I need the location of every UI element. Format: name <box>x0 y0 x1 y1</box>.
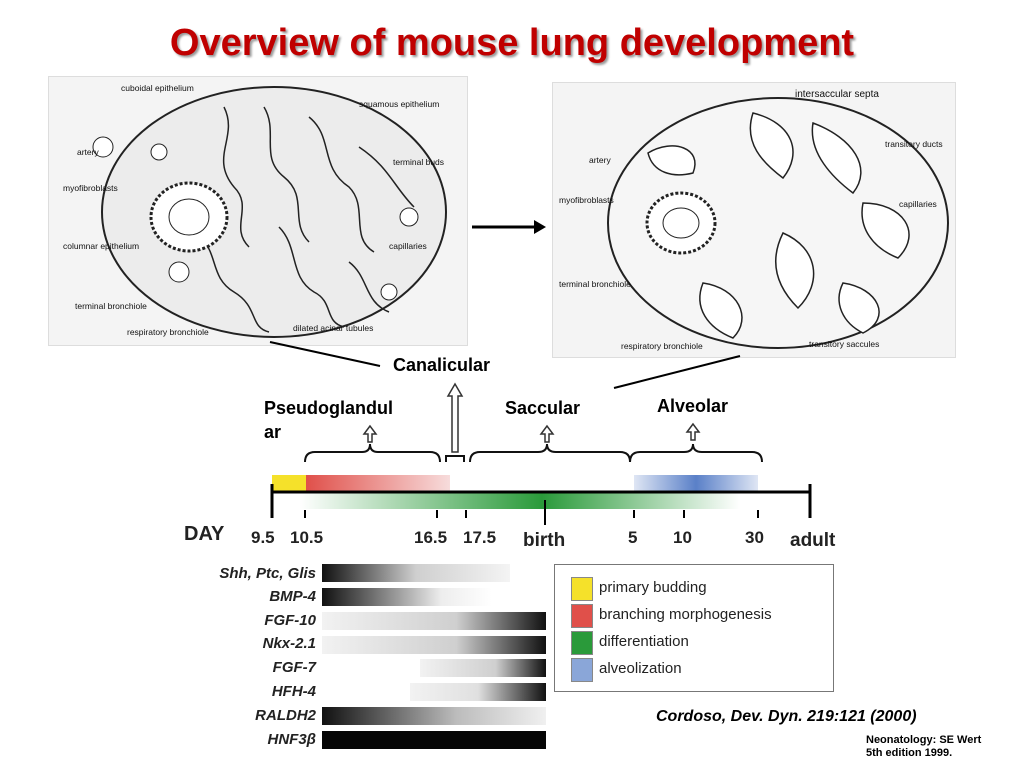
legend-swatch-differentiation <box>571 631 593 655</box>
gene-hnf3b: HNF3β <box>267 731 316 748</box>
tick-10-5: 10.5 <box>290 528 324 547</box>
pseudoglandular-brace <box>304 443 441 463</box>
gene-shh: Shh, Ptc, Glis <box>219 565 316 582</box>
label-transitory-ducts: transitory ducts <box>885 139 943 149</box>
page-title: Overview of mouse lung development <box>169 22 855 64</box>
stage-pseudoglandular-line1: Pseudoglandul <box>264 398 394 418</box>
tick-17-5: 17.5 <box>463 528 497 547</box>
label-capillaries-right: capillaries <box>899 199 937 209</box>
label-squamous-epithelium: squamous epithelium <box>359 99 440 109</box>
label-capillaries: capillaries <box>389 241 427 251</box>
tick-16-5: 16.5 <box>414 528 448 547</box>
branching-bar <box>306 475 450 493</box>
label-dilated-acinar-tubules: dilated acinar tubules <box>293 323 374 333</box>
label-respiratory-bronchiole: respiratory bronchiole <box>127 327 209 337</box>
tick-30: 30 <box>745 528 764 547</box>
stage-saccular: Saccular <box>505 398 581 418</box>
canalicular-arrow-icon <box>446 382 464 453</box>
alveolization-bar <box>634 475 758 493</box>
label-columnar-epithelium: columnar epithelium <box>63 241 140 251</box>
alveolar-arrow-icon <box>685 422 701 441</box>
stage-alveolar: Alveolar <box>657 396 729 416</box>
canalicular-lung-illustration <box>92 86 447 338</box>
gene-bmp4: BMP-4 <box>269 588 316 605</box>
pseudoglandular-arrow-icon <box>362 424 378 443</box>
primary-budding-bar <box>272 475 306 493</box>
gene-fgf7: FGF-7 <box>272 659 316 676</box>
bar-fgf10 <box>322 612 546 630</box>
label-intersaccular-septa: intersaccular septa <box>795 89 879 100</box>
differentiation-bar <box>300 493 740 509</box>
gene-fgf10: FGF-10 <box>264 612 316 629</box>
stage-canalicular: Canalicular <box>393 355 491 375</box>
label-terminal-bronchiole: terminal bronchiole <box>75 301 147 311</box>
gene-raldh2: RALDH2 <box>255 707 316 724</box>
source-note: Neonatology: SE Wert 5th edition 1999. <box>866 734 981 760</box>
legend-swatch-primary-budding <box>571 577 593 601</box>
label-terminal-bronchiole-right: terminal bronchiole <box>559 279 631 289</box>
label-terminal-buds: terminal buds <box>393 157 445 167</box>
source-line-1: Neonatology: SE Wert <box>866 734 982 746</box>
label-myofibroblasts-right: myofibroblasts <box>559 195 614 205</box>
citation: Cordoso, Dev. Dyn. 219:121 (2000) <box>656 708 917 725</box>
bar-nkx21 <box>322 636 546 654</box>
canalicular-diagram: cuboidal epithelium squamous epithelium … <box>48 76 468 346</box>
legend-branching: branching morphogenesis <box>599 606 772 623</box>
label-cuboidal-epithelium: cuboidal epithelium <box>121 83 194 93</box>
saccular-arrow-icon <box>539 424 555 443</box>
saccular-diagram: intersaccular septa transitory ducts art… <box>552 82 956 358</box>
legend-alveolization: alveolization <box>599 660 682 677</box>
tick-10: 10 <box>673 528 692 547</box>
tick-birth: birth <box>523 530 566 551</box>
bar-shh <box>322 564 510 582</box>
transition-arrow <box>472 220 546 234</box>
tick-9-5: 9.5 <box>251 528 275 547</box>
bar-hnf3b <box>322 731 546 749</box>
bar-raldh2 <box>322 707 546 725</box>
gene-hfh4: HFH-4 <box>271 683 316 700</box>
bar-fgf7 <box>420 659 546 677</box>
day-label: DAY <box>184 523 225 545</box>
label-artery: artery <box>77 147 99 157</box>
legend-primary-budding: primary budding <box>599 579 707 596</box>
saccular-brace <box>469 443 631 463</box>
legend-box: primary budding branching morphogenesis … <box>554 564 834 692</box>
gene-nkx21: Nkx-2.1 <box>262 635 316 652</box>
label-transitory-saccules: transitory saccules <box>809 339 880 349</box>
legend-swatch-branching <box>571 604 593 628</box>
legend-differentiation: differentiation <box>599 633 689 650</box>
bar-bmp4 <box>322 588 492 606</box>
source-line-2: 5th edition 1999. <box>866 747 953 759</box>
saccular-lung-illustration <box>607 97 949 349</box>
legend-swatch-alveolization <box>571 658 593 682</box>
label-myofibroblasts: myofibroblasts <box>63 183 118 193</box>
stage-pseudoglandular-line2: ar <box>264 422 282 442</box>
tick-5: 5 <box>628 528 638 547</box>
label-artery-right: artery <box>589 155 611 165</box>
alveolar-brace <box>629 443 763 463</box>
canalicular-brace <box>445 455 465 462</box>
bar-hfh4 <box>410 683 546 701</box>
label-respiratory-bronchiole-right: respiratory bronchiole <box>621 341 703 351</box>
tick-adult: adult <box>790 530 836 551</box>
